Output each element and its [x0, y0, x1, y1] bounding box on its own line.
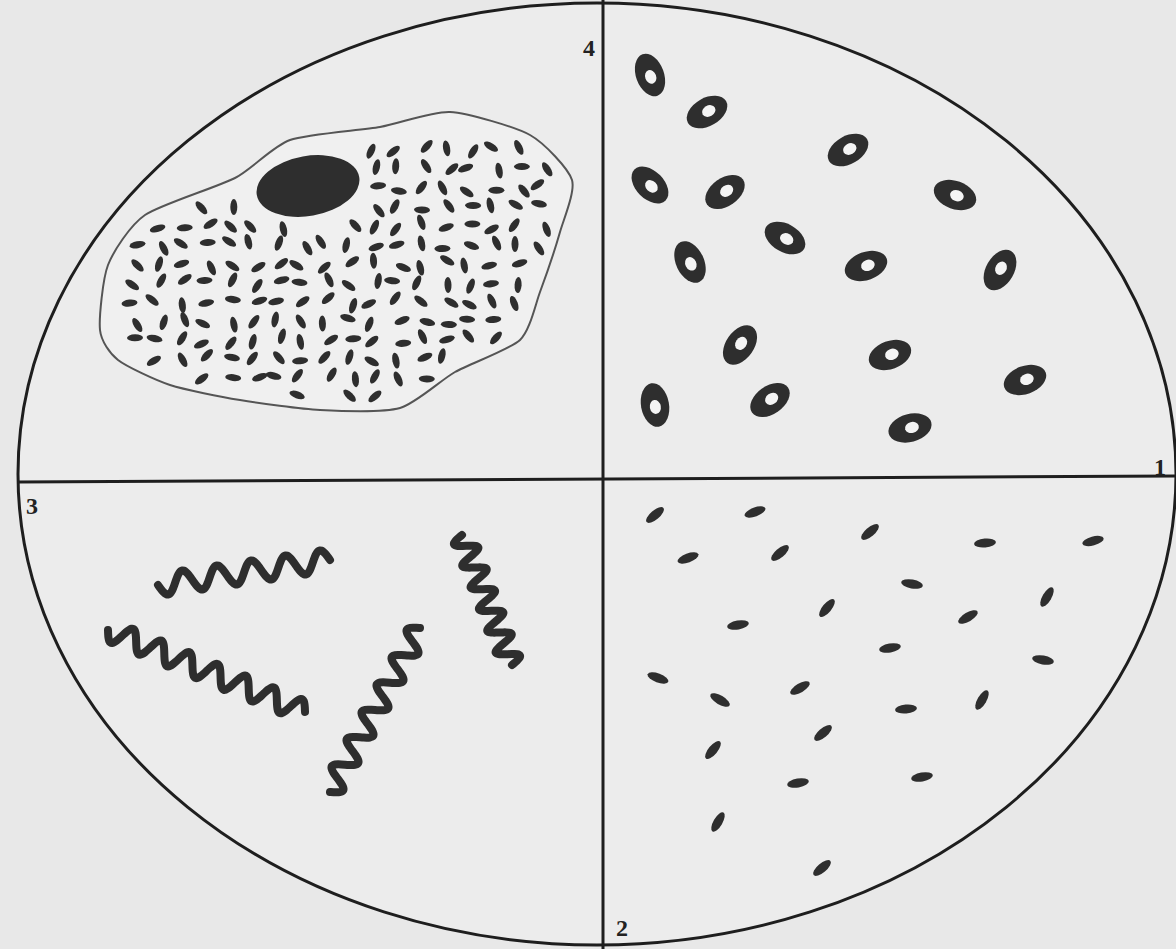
host-cell — [100, 112, 573, 411]
divider-line — [18, 476, 1176, 482]
divider-line — [602, 0, 605, 949]
rod-bacteria — [644, 504, 1105, 879]
quadrant-number: 3 — [26, 494, 38, 518]
spirochetes — [108, 535, 520, 792]
quadrant-number: 4 — [583, 36, 595, 60]
quadrant-number: 1 — [1154, 455, 1166, 479]
field-circle — [18, 3, 1176, 945]
spore-cells — [625, 50, 1051, 448]
quadrant-number: 2 — [616, 916, 628, 940]
